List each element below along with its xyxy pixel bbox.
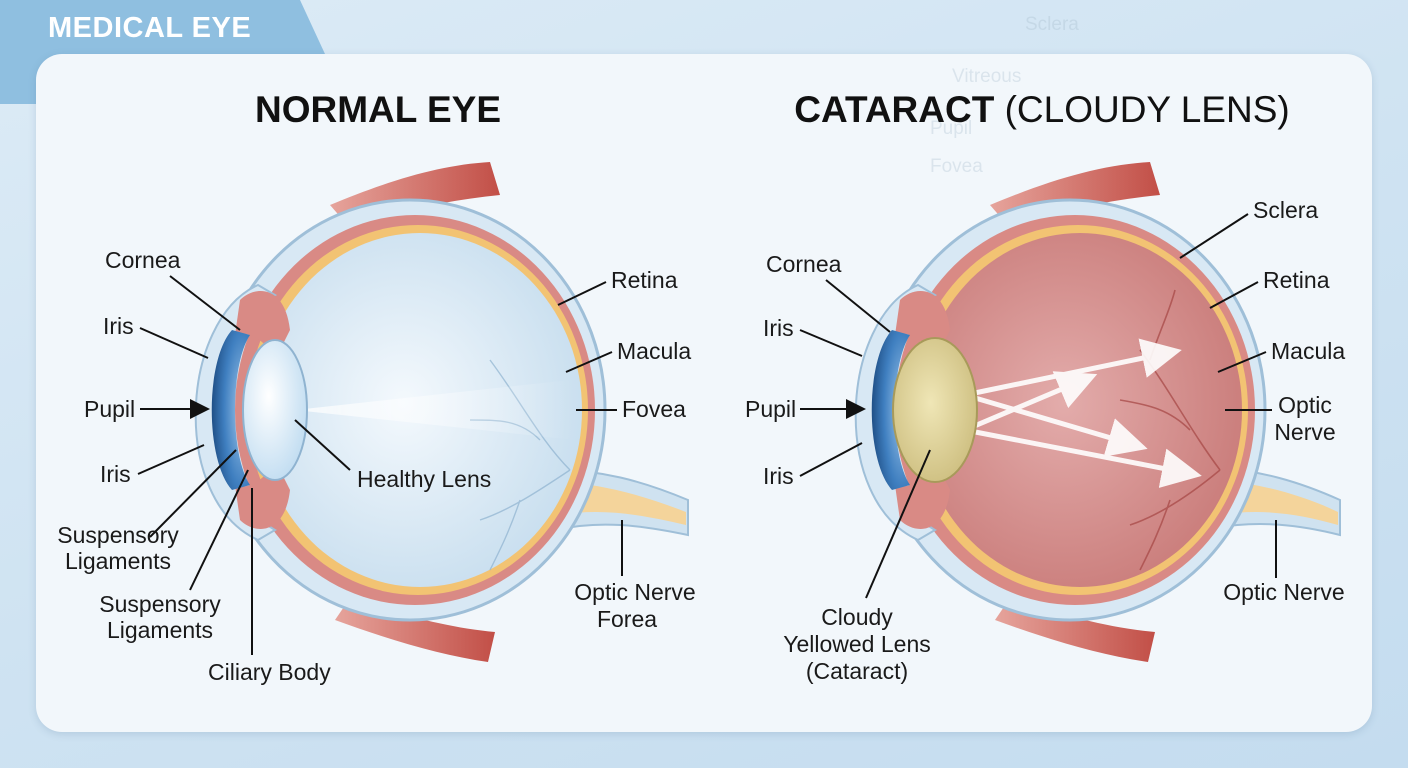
cataract-label-retina: Retina bbox=[1263, 267, 1330, 293]
cataract-label-optic-nerve-top-line1: Optic bbox=[1278, 392, 1332, 418]
normal-label-suspensory-2-line2: Ligaments bbox=[107, 617, 213, 643]
normal-label-suspensory-2-line1: Suspensory bbox=[99, 591, 221, 617]
iris-shape-right bbox=[871, 330, 910, 490]
normal-label-optic-nerve-line2: Forea bbox=[597, 606, 657, 632]
cloudy-lens-shape bbox=[892, 337, 978, 483]
cataract-label-cornea: Cornea bbox=[766, 251, 842, 277]
iris-shape bbox=[211, 330, 250, 490]
ghost-label-sclera: Sclera bbox=[1025, 14, 1079, 35]
normal-label-suspensory-1-line1: Suspensory bbox=[57, 522, 179, 548]
ghost-label-vitreous: Vitreous bbox=[952, 66, 1022, 87]
normal-label-cornea: Cornea bbox=[105, 247, 181, 273]
cataract-label-optic-nerve-top-line2: Nerve bbox=[1274, 419, 1335, 445]
cataract-label-iris-bottom: Iris bbox=[763, 463, 794, 489]
cataract-label-pupil: Pupil bbox=[745, 396, 796, 422]
ghost-label-pupil: Pupil bbox=[930, 118, 973, 139]
cataract-label-optic-nerve-bottom: Optic Nerve bbox=[1223, 579, 1344, 605]
optic-nerve bbox=[560, 482, 686, 525]
light-beam bbox=[295, 380, 575, 440]
cataract-label-lens-line1: Cloudy bbox=[821, 604, 893, 630]
normal-label-ciliary-body: Ciliary Body bbox=[208, 659, 331, 685]
normal-label-retina: Retina bbox=[611, 267, 678, 293]
cataract-title-bold: CATARACT bbox=[794, 89, 994, 130]
normal-eye bbox=[137, 162, 689, 662]
normal-leader-lines bbox=[137, 275, 623, 655]
cataract-label-sclera: Sclera bbox=[1253, 197, 1318, 223]
ghost-label-fovea: Fovea bbox=[930, 156, 983, 177]
cataract-eye bbox=[799, 162, 1341, 662]
healthy-lens-shape bbox=[242, 339, 308, 481]
normal-label-pupil: Pupil bbox=[84, 396, 135, 422]
normal-label-fovea: Fovea bbox=[622, 396, 686, 422]
scattered-light bbox=[964, 338, 1202, 488]
normal-label-optic-nerve-line1: Optic Nerve bbox=[574, 579, 695, 605]
cataract-label-lens-line3: (Cataract) bbox=[806, 658, 908, 684]
normal-label-iris-bottom: Iris bbox=[100, 461, 131, 487]
normal-eye-title: NORMAL EYE bbox=[255, 89, 501, 130]
cataract-eye-title: CATARACT (CLOUDY LENS) bbox=[794, 89, 1289, 130]
cataract-label-lens-line2: Yellowed Lens bbox=[783, 631, 931, 657]
normal-label-suspensory-1-line2: Ligaments bbox=[65, 548, 171, 574]
normal-label-macula: Macula bbox=[617, 338, 691, 364]
cataract-title-rest: (CLOUDY LENS) bbox=[1005, 89, 1290, 130]
cataract-label-macula: Macula bbox=[1271, 338, 1345, 364]
vitreous-body-right bbox=[918, 233, 1242, 587]
normal-label-healthy-lens: Healthy Lens bbox=[357, 466, 491, 492]
cataract-label-iris-top: Iris bbox=[763, 315, 794, 341]
corner-title: MEDICAL EYE bbox=[48, 12, 252, 44]
cataract-leader-lines bbox=[799, 213, 1277, 599]
normal-label-iris-top: Iris bbox=[103, 313, 134, 339]
